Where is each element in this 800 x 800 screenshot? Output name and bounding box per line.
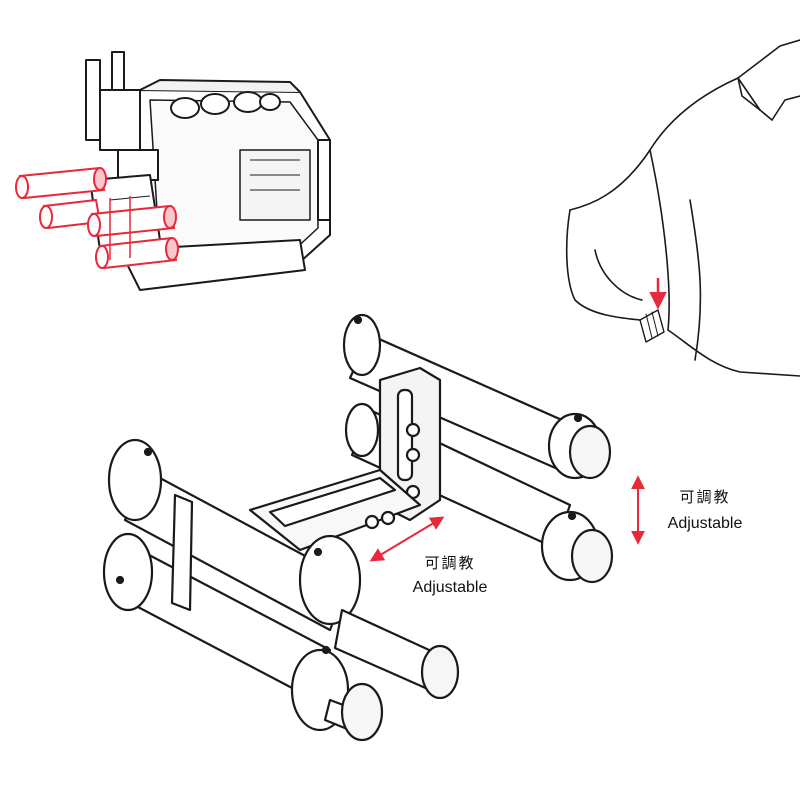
horizontal-adjust-arrow	[369, 516, 445, 562]
front-strap	[170, 493, 194, 612]
roller-assembly	[102, 313, 614, 742]
sewing-machine-illustration	[85, 51, 331, 291]
roller-front-bottom	[102, 532, 384, 742]
horizontal-adjust-cn: 可調教	[424, 554, 476, 572]
horizontal-adjust-en: Adjustable	[412, 579, 488, 596]
vertical-adjust-cn: 可調教	[679, 488, 731, 506]
highlighted-rollers	[15, 166, 179, 270]
shirt-illustration	[565, 39, 800, 377]
vertical-adjust-label: 可調教 Adjustable	[640, 486, 770, 533]
horizontal-adjust-label: 可調教 Adjustable	[390, 552, 510, 597]
vertical-adjust-en: Adjustable	[667, 515, 743, 532]
roller-back-top	[342, 313, 612, 480]
adjustment-bracket	[248, 366, 442, 552]
